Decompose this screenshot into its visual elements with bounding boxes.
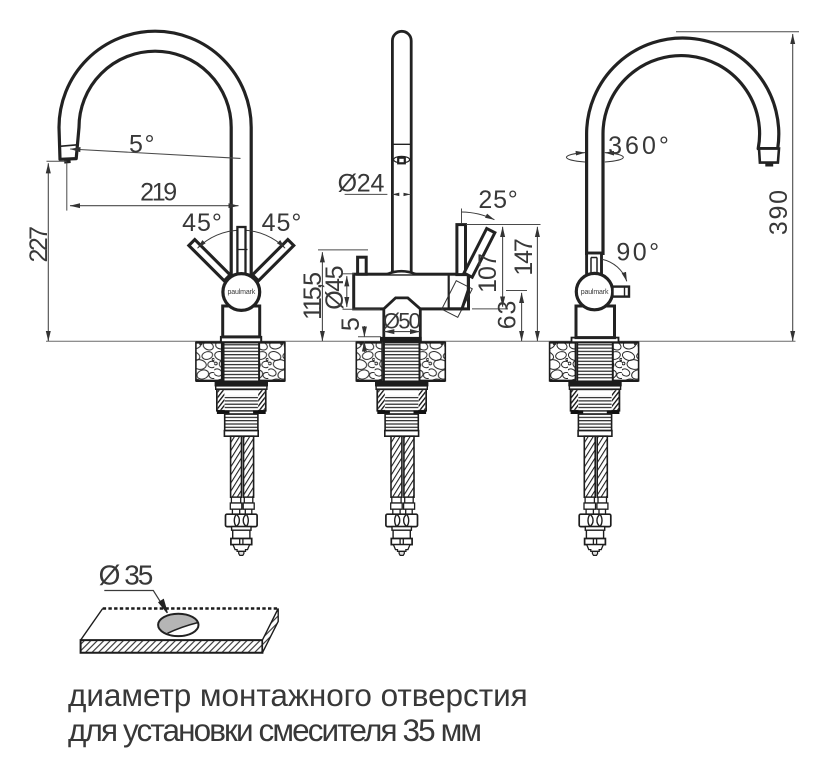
svg-text:90°: 90° (616, 238, 661, 266)
svg-text:paulmark: paulmark (228, 289, 256, 296)
svg-text:227: 227 (25, 227, 53, 263)
svg-text:5: 5 (337, 318, 365, 331)
svg-text:25°: 25° (478, 186, 518, 214)
svg-text:Ø45: Ø45 (321, 266, 349, 309)
svg-text:Ø 35: Ø 35 (99, 559, 153, 590)
svg-text:63: 63 (494, 300, 522, 330)
svg-text:107: 107 (474, 254, 502, 293)
svg-text:для установки смесителя 35 мм: для установки смесителя 35 мм (68, 712, 480, 748)
svg-text:5°: 5° (129, 131, 156, 159)
svg-text:115,5: 115,5 (299, 273, 327, 320)
svg-text:360°: 360° (608, 132, 672, 160)
svg-text:диаметр монтажного отверстия: диаметр монтажного отверстия (68, 677, 528, 713)
svg-text:390: 390 (765, 188, 793, 235)
svg-text:147: 147 (510, 239, 538, 275)
svg-text:45°: 45° (262, 209, 303, 237)
svg-text:45°: 45° (182, 209, 223, 237)
svg-text:219: 219 (140, 178, 176, 206)
svg-text:Ø50: Ø50 (383, 309, 421, 334)
svg-text:Ø24: Ø24 (338, 169, 385, 197)
svg-text:paulmark: paulmark (581, 289, 609, 296)
